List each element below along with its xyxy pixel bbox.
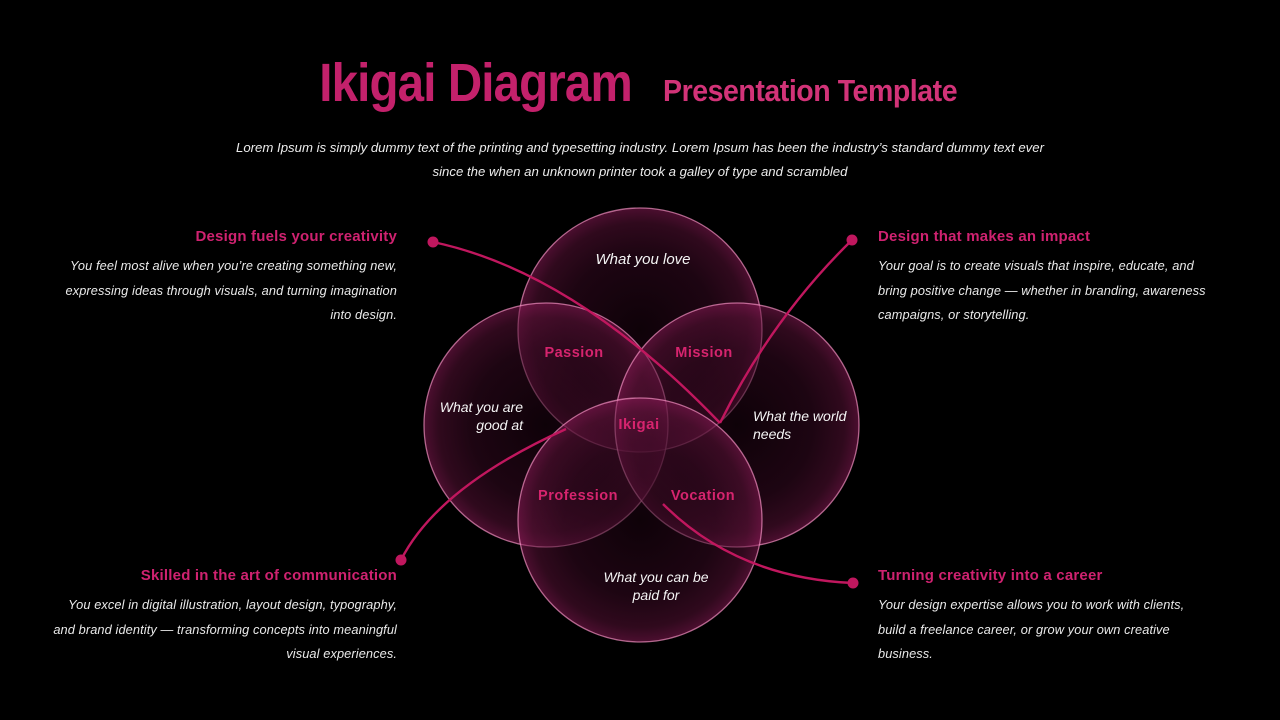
page-title: Ikigai Diagram Presentation Template xyxy=(0,52,1280,114)
callout-top-left-body: You feel most alive when you’re creating… xyxy=(65,258,397,322)
connector-top-left xyxy=(432,240,721,424)
callout-top-left-heading: Design fuels your creativity xyxy=(195,228,397,245)
callout-bottom-right: Turning creativity into a career Your de… xyxy=(878,567,1198,667)
zone-label-vocation: Vocation xyxy=(670,488,736,504)
label-what-you-are-good-at: What you are good at xyxy=(440,399,523,434)
callout-bottom-left: Skilled in the art of communication You … xyxy=(52,567,397,667)
label-world-needs-line1: What the world xyxy=(753,408,847,424)
callout-bottom-left-body: You excel in digital illustration, layou… xyxy=(53,597,397,661)
connector-top-right xyxy=(718,239,853,424)
zone-label-passion: Passion xyxy=(544,345,604,361)
callout-bottom-left-heading: Skilled in the art of communication xyxy=(140,567,397,584)
connector-dot-bottom-right xyxy=(847,577,859,589)
connector-dot-bottom-left xyxy=(395,554,407,566)
title-main: Ikigai Diagram xyxy=(318,53,632,113)
label-what-you-can-be-paid-for: What you can be paid for xyxy=(603,569,708,604)
circle-what-you-can-be-paid-for xyxy=(517,397,763,643)
callout-top-right: Design that makes an impact Your goal is… xyxy=(878,228,1211,328)
label-paid-for-line1: What you can be xyxy=(603,569,709,585)
intro-line-2: since the when an unknown printer took a… xyxy=(432,164,848,179)
label-good-at-line2: good at xyxy=(476,416,523,433)
callout-top-left: Design fuels your creativity You feel mo… xyxy=(64,228,397,328)
label-world-needs-line2: needs xyxy=(753,425,792,442)
label-what-the-world-needs: What the world needs xyxy=(753,408,846,443)
callout-bottom-right-body: Your design expertise allows you to work… xyxy=(878,597,1185,661)
callout-bottom-right-heading: Turning creativity into a career xyxy=(878,567,1103,584)
zone-label-mission: Mission xyxy=(675,345,733,361)
intro-line-1: Lorem Ipsum is simply dummy text of the … xyxy=(236,140,1044,155)
intro-paragraph: Lorem Ipsum is simply dummy text of the … xyxy=(140,136,1140,184)
label-paid-for-line2: paid for xyxy=(632,586,680,603)
callout-top-right-body: Your goal is to create visuals that insp… xyxy=(878,258,1206,322)
callout-top-right-heading: Design that makes an impact xyxy=(878,228,1091,245)
label-what-you-love: What you love xyxy=(595,251,691,268)
label-good-at-line1: What you are xyxy=(439,399,523,415)
zone-label-profession: Profession xyxy=(538,488,618,504)
connector-dot-top-left xyxy=(427,236,439,248)
connector-dot-top-right xyxy=(846,234,858,246)
zone-label-ikigai: Ikigai xyxy=(618,416,660,433)
title-subtitle: Presentation Template xyxy=(662,73,958,108)
